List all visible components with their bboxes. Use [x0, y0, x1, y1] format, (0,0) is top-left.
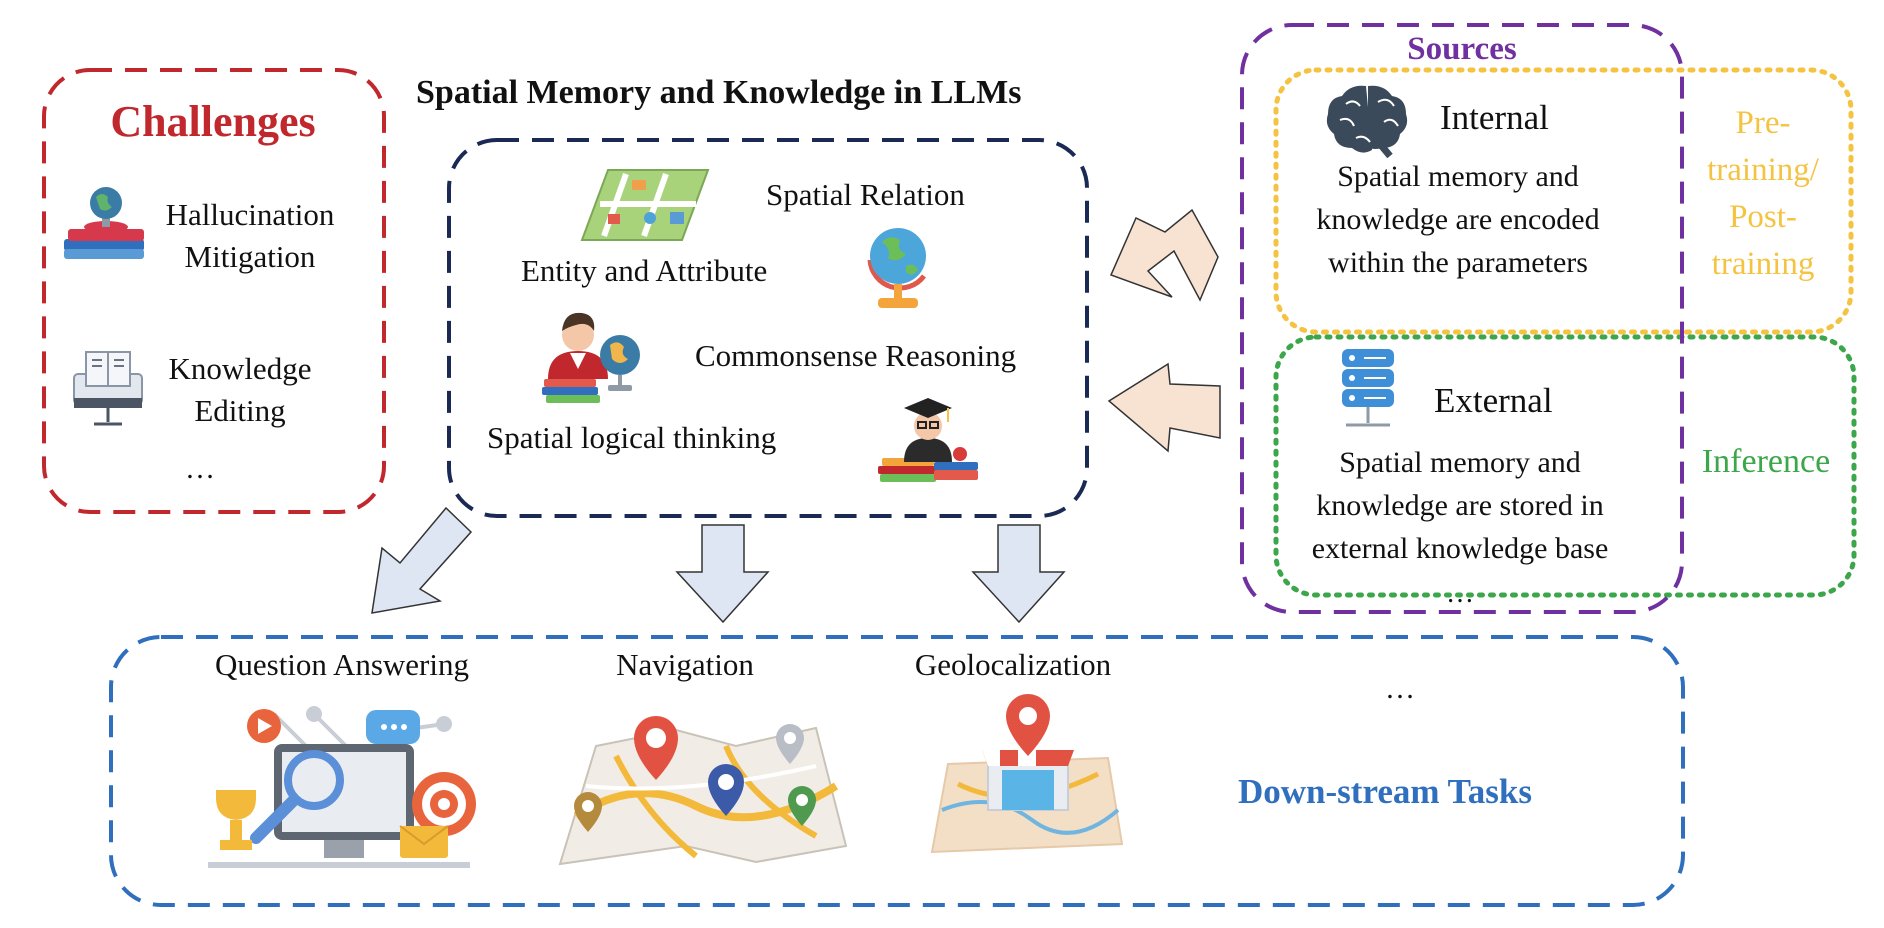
- challenge-item-knowledge-editing: Knowledge Editing: [150, 348, 330, 432]
- challenge-item-hallucination: Hallucination Mitigation: [152, 194, 348, 278]
- challenges-heading: Challenges: [110, 97, 316, 146]
- pretraining-line-1: Pre-: [1735, 105, 1791, 141]
- core-spatial-logical-thinking: Spatial logical thinking: [487, 420, 777, 455]
- inference-frame: [1273, 334, 1857, 598]
- challenges-frame: [42, 68, 386, 514]
- tasks-ellipsis: …: [1385, 672, 1415, 705]
- core-spatial-relation: Spatial Relation: [766, 177, 965, 212]
- challenge-item-hallucination-label: Hallucination Mitigation: [165, 197, 335, 274]
- core-commonsense-reasoning: Commonsense Reasoning: [695, 338, 1017, 373]
- sources-heading: Sources: [1407, 31, 1517, 67]
- geolocalization-icon: [930, 694, 1124, 854]
- graduate-with-books-icon: [878, 398, 978, 482]
- arrow-internal-to-core: [1109, 208, 1219, 302]
- pretraining-posttraining-label: Pre- training/ Post- training: [1682, 100, 1844, 288]
- tasks-heading: Down-stream Tasks: [1238, 772, 1532, 811]
- brain-icon: [1326, 85, 1408, 158]
- source-external-label: External: [1434, 381, 1553, 420]
- source-internal-line-2: knowledge are encoded: [1316, 203, 1600, 236]
- sources-ellipsis: …: [1446, 578, 1474, 609]
- source-external-description: Spatial memory and knowledge are stored …: [1274, 441, 1646, 570]
- arrow-core-to-navigation: [675, 524, 770, 624]
- task-question-answering-label: Question Answering: [214, 647, 469, 682]
- challenge-item-knowledge-editing-label: Knowledge Editing: [168, 351, 312, 428]
- source-internal-line-1: Spatial memory and: [1337, 160, 1579, 193]
- source-external-line-3: external knowledge base: [1311, 532, 1609, 565]
- arrow-external-to-core: [1107, 362, 1221, 453]
- pretraining-line-4: training: [1711, 246, 1815, 282]
- source-internal-label: Internal: [1440, 98, 1549, 137]
- task-geolocalization-label: Geolocalization: [914, 647, 1112, 682]
- arrow-core-to-qa: [371, 506, 473, 614]
- city-map-icon: [580, 169, 710, 241]
- core-entity-attribute: Entity and Attribute: [521, 253, 768, 288]
- diagram-title: Spatial Memory and Knowledge in LLMs: [416, 74, 1022, 111]
- source-internal-line-3: within the parameters: [1328, 246, 1588, 279]
- inference-label: Inference: [1701, 443, 1831, 480]
- pretraining-line-2: training/: [1707, 152, 1819, 188]
- globe-on-books-icon: [64, 187, 144, 259]
- source-external-line-2: knowledge are stored in: [1316, 489, 1604, 522]
- arrow-core-to-geolocalization: [971, 524, 1066, 624]
- challenges-ellipsis: …: [185, 452, 215, 485]
- source-internal-description: Spatial memory and knowledge are encoded…: [1272, 155, 1644, 284]
- pretraining-line-3: Post-: [1729, 199, 1797, 235]
- student-with-globe-icon: [542, 312, 640, 403]
- task-navigation-label: Navigation: [616, 647, 754, 682]
- core-frame: [447, 138, 1089, 518]
- navigation-map-icon: [558, 716, 848, 866]
- server-icon: [1342, 349, 1394, 427]
- pretraining-frame: [1273, 67, 1854, 335]
- sources-frame: [1240, 23, 1684, 614]
- tasks-frame: [109, 635, 1685, 907]
- source-external-line-1: Spatial memory and: [1339, 446, 1581, 479]
- question-answering-icon: [208, 706, 476, 868]
- globe-icon: [867, 228, 927, 308]
- knowledge-editing-icon: [73, 351, 143, 426]
